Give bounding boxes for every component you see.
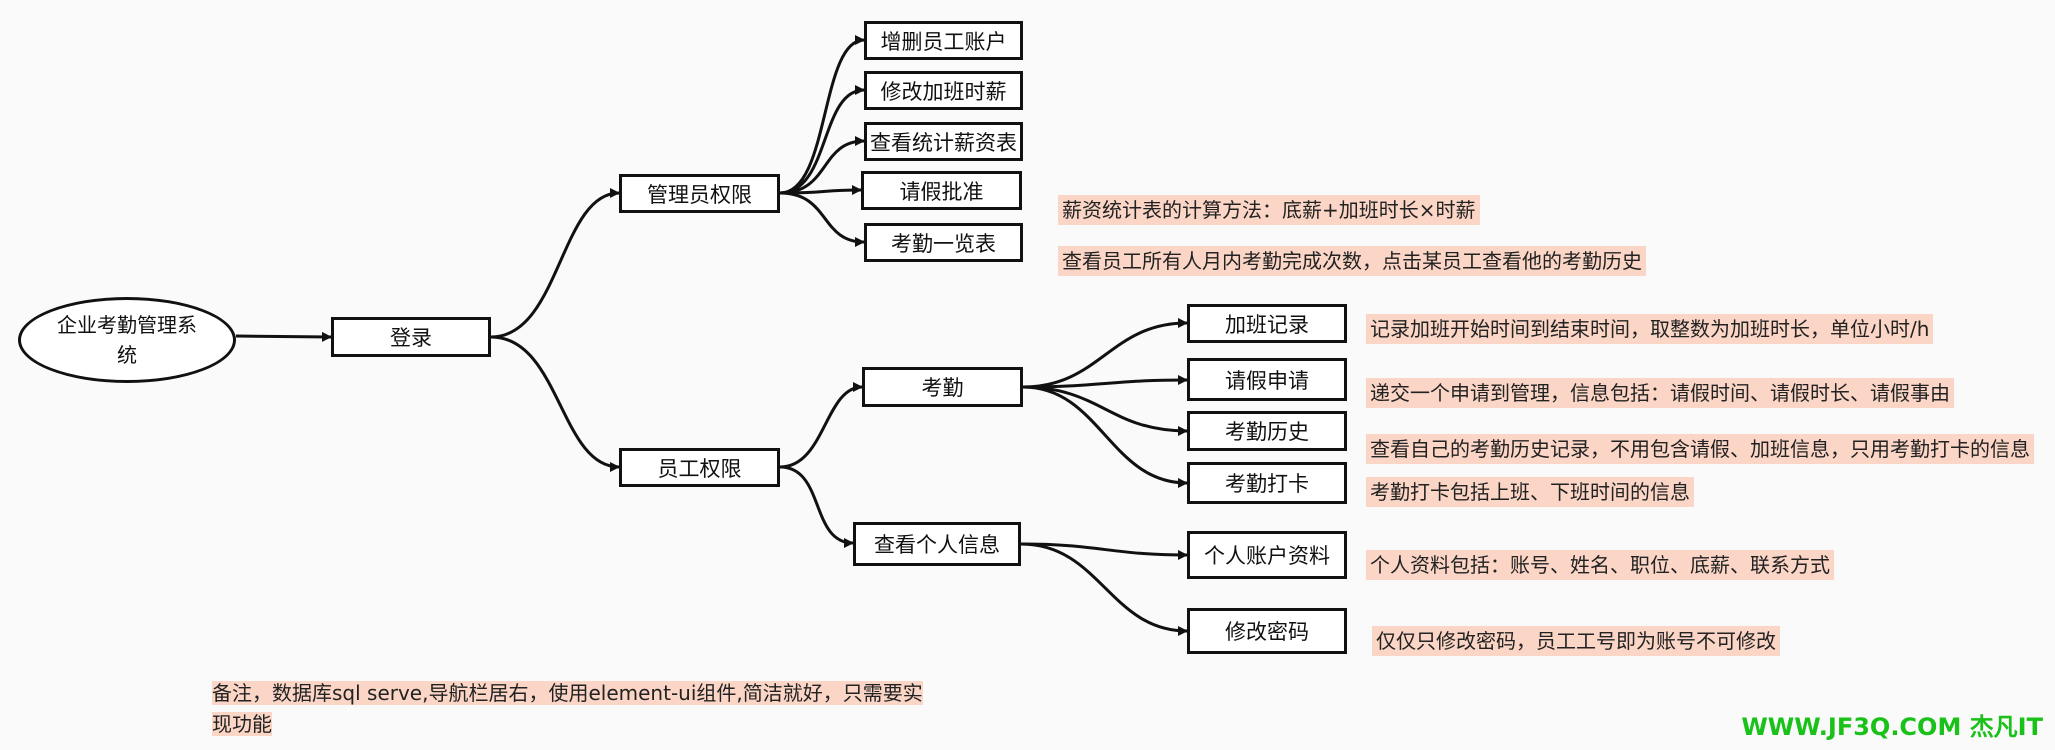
edge-employee-attendance — [779, 382, 863, 469]
node-personal-info: 查看个人信息 — [853, 522, 1021, 566]
node-login-label: 登录 — [390, 326, 432, 350]
node-admin-child-1-label: 增删员工账户 — [880, 29, 1007, 54]
node-attendance-child-4-label: 考勤打卡 — [1225, 472, 1309, 496]
node-root-label: 企业考勤管理系统 — [57, 313, 197, 367]
note-password: 仅仅只修改密码，员工工号即为账号不可修改 — [1372, 626, 1780, 656]
remark: 备注，数据库sql serve,导航栏居右，使用element-ui组件,简洁就… — [212, 678, 927, 740]
note-leave: 递交一个申请到管理，信息包括：请假时间、请假时长、请假事由 — [1366, 378, 1954, 408]
node-admin-child-3-label: 查看统计薪资表 — [870, 130, 1017, 155]
edge-admin-child-5 — [779, 191, 865, 247]
watermark: WWW.JF3Q.COM 杰凡IT — [1741, 713, 2043, 741]
note-overtime: 记录加班开始时间到结束时间，取整数为加班时长，单位小时/h — [1366, 314, 1934, 344]
node-personal-child-1-label: 个人账户资料 — [1204, 544, 1330, 568]
node-admin-child-5: 考勤一览表 — [864, 223, 1023, 262]
node-employee: 员工权限 — [619, 448, 780, 487]
edge-login-employee — [490, 335, 620, 472]
edge-attendance-child-3 — [1022, 385, 1188, 436]
edge-attendance-child-1 — [1022, 318, 1188, 389]
node-personal-child-1: 个人账户资料 — [1187, 531, 1347, 579]
node-attendance: 考勤 — [862, 367, 1023, 407]
node-admin-child-5-label: 考勤一览表 — [891, 231, 996, 256]
node-attendance-child-2-label: 请假申请 — [1225, 368, 1309, 393]
node-admin-child-4-label: 请假批准 — [899, 179, 984, 204]
node-admin-child-3: 查看统计薪资表 — [864, 122, 1023, 161]
node-attendance-child-3: 考勤历史 — [1187, 411, 1347, 451]
node-admin-label: 管理员权限 — [647, 182, 752, 207]
node-admin-child-2: 修改加班时薪 — [864, 71, 1023, 110]
edge-admin-child-2 — [779, 85, 865, 195]
node-attendance-child-1: 加班记录 — [1187, 304, 1347, 343]
note-salary-calc: 薪资统计表的计算方法：底薪+加班时长×时薪 — [1058, 195, 1480, 225]
edge-attendance-child-2 — [1022, 375, 1188, 389]
edge-admin-child-1 — [779, 35, 865, 195]
edge-attendance-child-4 — [1022, 385, 1188, 488]
edge-personal-child-1 — [1020, 542, 1188, 560]
node-attendance-child-3-label: 考勤历史 — [1225, 420, 1309, 444]
edge-login-admin — [490, 188, 620, 339]
remark-text: 备注，数据库sql serve,导航栏居右，使用element-ui组件,简洁就… — [212, 681, 923, 736]
edge-admin-child-3 — [779, 136, 865, 195]
edge-personal-child-2 — [1020, 542, 1188, 636]
note-history: 查看自己的考勤历史记录，不用包含请假、加班信息，只用考勤打卡的信息 — [1366, 434, 2034, 464]
note-attendance-overview: 查看员工所有人月内考勤完成次数，点击某员工查看他的考勤历史 — [1058, 246, 1646, 276]
edge-admin-child-4 — [779, 185, 862, 196]
node-attendance-label: 考勤 — [921, 376, 964, 400]
node-admin: 管理员权限 — [619, 174, 780, 213]
edge-employee-personal — [779, 465, 854, 548]
node-attendance-child-2: 请假申请 — [1187, 358, 1347, 401]
node-admin-child-1: 增删员工账户 — [864, 21, 1023, 60]
node-root: 企业考勤管理系统 — [18, 297, 236, 383]
edge-root-login — [235, 331, 332, 342]
node-personal-info-label: 查看个人信息 — [874, 533, 1000, 557]
node-admin-child-4: 请假批准 — [861, 171, 1022, 210]
node-login: 登录 — [331, 317, 491, 357]
node-attendance-child-4: 考勤打卡 — [1187, 462, 1347, 504]
note-clock-in: 考勤打卡包括上班、下班时间的信息 — [1366, 477, 1694, 507]
note-profile: 个人资料包括：账号、姓名、职位、底薪、联系方式 — [1366, 550, 1834, 580]
node-attendance-child-1-label: 加班记录 — [1225, 312, 1309, 337]
node-personal-child-2: 修改密码 — [1187, 608, 1347, 654]
node-personal-child-2-label: 修改密码 — [1225, 620, 1309, 644]
node-employee-label: 员工权限 — [657, 456, 742, 481]
node-admin-child-2-label: 修改加班时薪 — [880, 79, 1007, 104]
